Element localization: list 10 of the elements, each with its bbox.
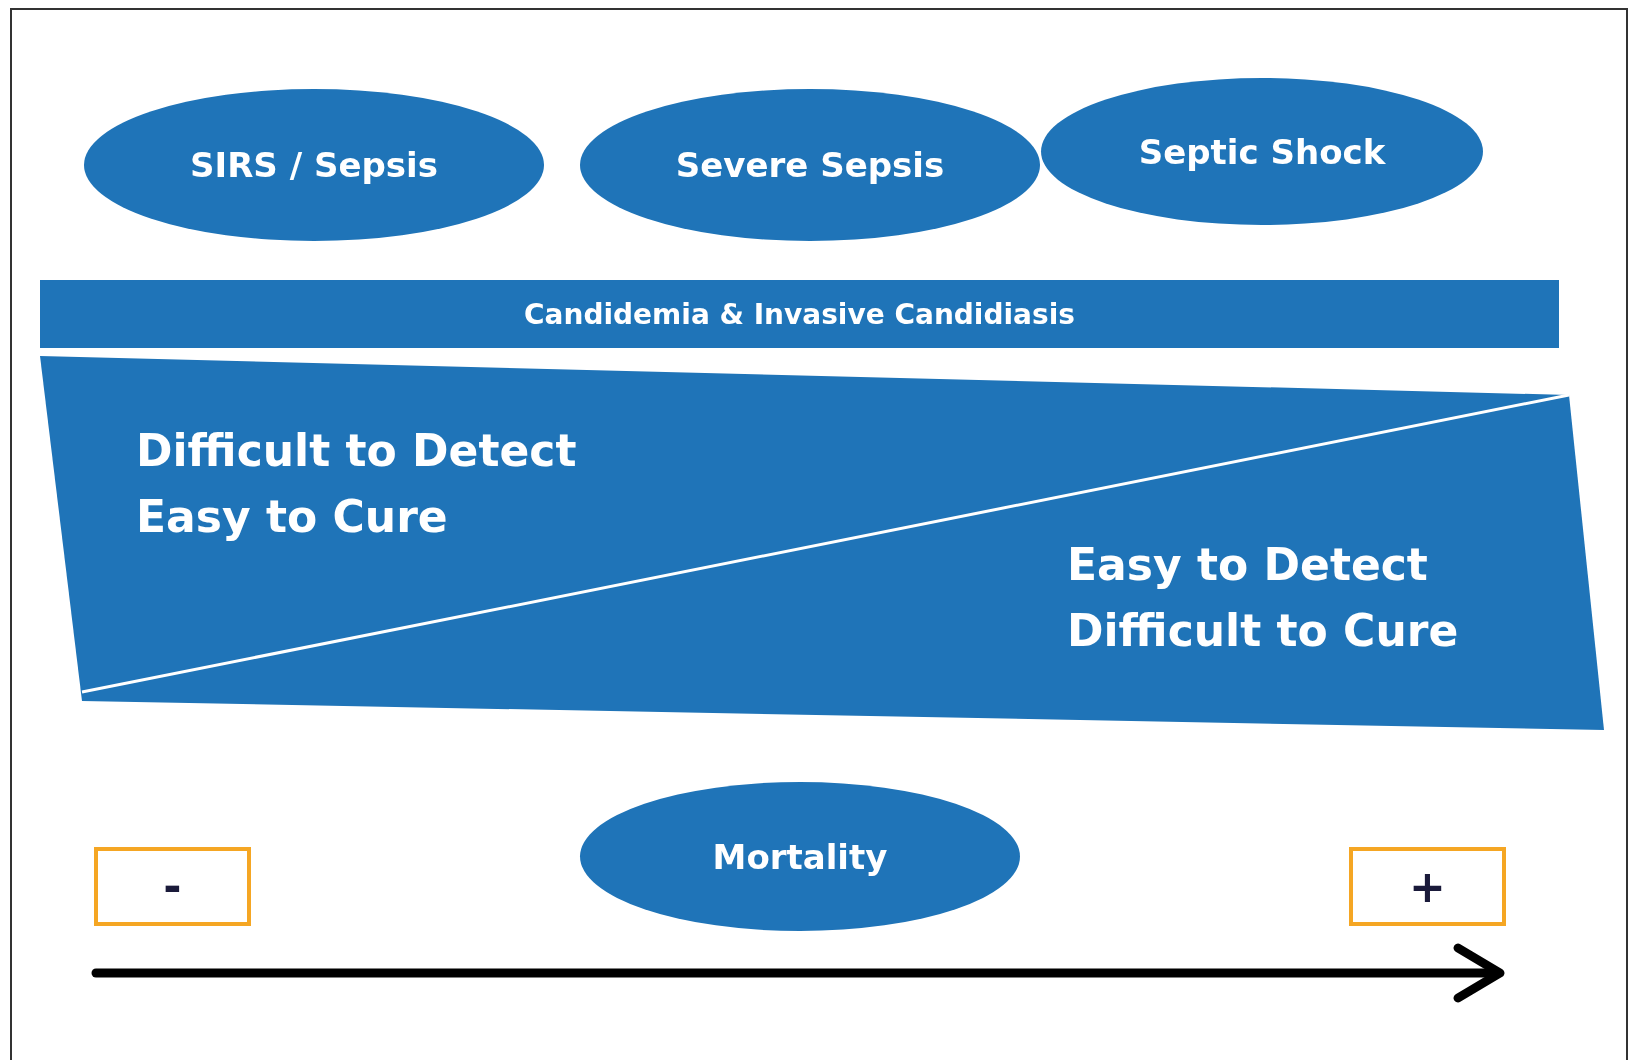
sign-box: - [94,847,251,926]
sign-box: + [1349,847,1506,926]
infection-band: Candidemia & Invasive Candidiasis [40,280,1559,348]
stage-ellipse: SIRS / Sepsis [84,89,544,241]
trapezoid-panel [40,356,1604,730]
panel-text: Difficult to Detect Easy to Cure [136,424,578,544]
stage-ellipse: Severe Sepsis [580,89,1040,241]
panel-text: Easy to Detect Difficult to Cure [1067,538,1460,658]
stage-ellipse: Septic Shock [1041,78,1483,225]
stage-ellipse: Mortality [580,782,1020,931]
